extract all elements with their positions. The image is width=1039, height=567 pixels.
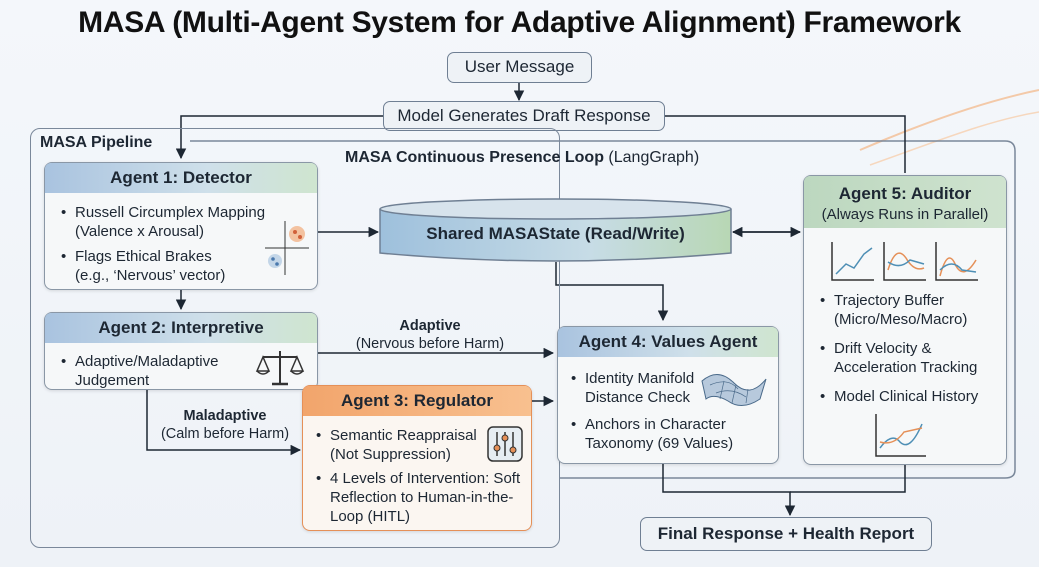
agent5-bullet-1: Trajectory Buffer (Micro/Meso/Macro) (820, 291, 999, 329)
final-response-node: Final Response + Health Report (640, 517, 932, 551)
agent5-header: Agent 5: Auditor (Always Runs in Paralle… (804, 176, 1006, 228)
agent4-bullet-1: Identity Manifold Distance Check (571, 369, 695, 407)
loop-container (190, 140, 1016, 479)
adaptive-label-sub: (Nervous before Harm) (355, 336, 505, 352)
background-swirl (859, 89, 1039, 151)
agent5-title: Agent 5: Auditor (838, 184, 972, 203)
line-chart-icon (831, 242, 978, 281)
agent3-title: Agent 3: Regulator (303, 386, 531, 416)
draft-response-node: Model Generates Draft Response (383, 101, 665, 131)
agent3-bullet-1: Semantic Reappraisal (Not Suppression) (316, 426, 490, 464)
agent5-bullet-3: Model Clinical History (820, 387, 1004, 406)
agent2-bullet-1: Adaptive/Maladaptive Judgement (61, 352, 245, 390)
page-title: MASA (Multi-Agent System for Adaptive Al… (78, 6, 961, 39)
agent1-bullet-2: Flags Ethical Brakes (e.g., ‘Nervous’ ve… (61, 247, 250, 285)
agent4-title: Agent 4: Values Agent (558, 327, 778, 357)
agent2-card: Agent 2: Interpretive Adaptive/Maladapti… (44, 312, 318, 390)
sliders-icon (487, 426, 523, 462)
agent4-card: Agent 4: Values Agent Identity Manifold … (557, 326, 779, 464)
adaptive-label: Adaptive (Nervous before Harm) (345, 317, 515, 353)
agent2-title: Agent 2: Interpretive (45, 313, 317, 343)
loop-label-rest: (LangGraph) (603, 149, 700, 166)
agent1-title: Agent 1: Detector (45, 163, 317, 193)
shared-state-label: Shared MASAState (Read/Write) (426, 224, 685, 243)
shared-state-cylinder (379, 198, 732, 262)
maladaptive-label-sub: (Calm before Harm) (160, 426, 290, 442)
pipeline-label: MASA Pipeline (40, 134, 153, 151)
agent3-card: Agent 3: Regulator Semantic Reappraisal … (302, 385, 532, 531)
agent5-card: Agent 5: Auditor (Always Runs in Paralle… (803, 175, 1007, 465)
scale-icon (255, 351, 305, 386)
agent1-card: Agent 1: Detector Russell Circumplex Map… (44, 162, 318, 290)
loop-label-bold: MASA Continuous Presence Loop (345, 149, 604, 166)
agent1-bullet-1: Russell Circumplex Mapping (Valence x Ar… (61, 203, 295, 241)
agent5-bullet-2: Drift Velocity & Acceleration Tracking (820, 339, 999, 377)
trend-chart-icon (875, 414, 926, 457)
scatter-icon (265, 221, 309, 275)
agent3-bullet-2: 4 Levels of Intervention: Soft Reflectio… (316, 469, 525, 526)
agent5-subtitle: (Always Runs in Parallel) (821, 206, 989, 223)
background-swirl (869, 111, 1039, 166)
user-message-node: User Message (447, 52, 592, 83)
adaptive-label-bold: Adaptive (399, 318, 461, 334)
maladaptive-label-bold: Maladaptive (183, 408, 267, 424)
agent4-bullet-2: Anchors in Character Taxonomy (69 Values… (571, 415, 775, 453)
loop-label: MASA Continuous Presence Loop (LangGraph… (345, 149, 699, 167)
manifold-icon (701, 374, 767, 406)
maladaptive-label: Maladaptive (Calm before Harm) (150, 407, 300, 443)
